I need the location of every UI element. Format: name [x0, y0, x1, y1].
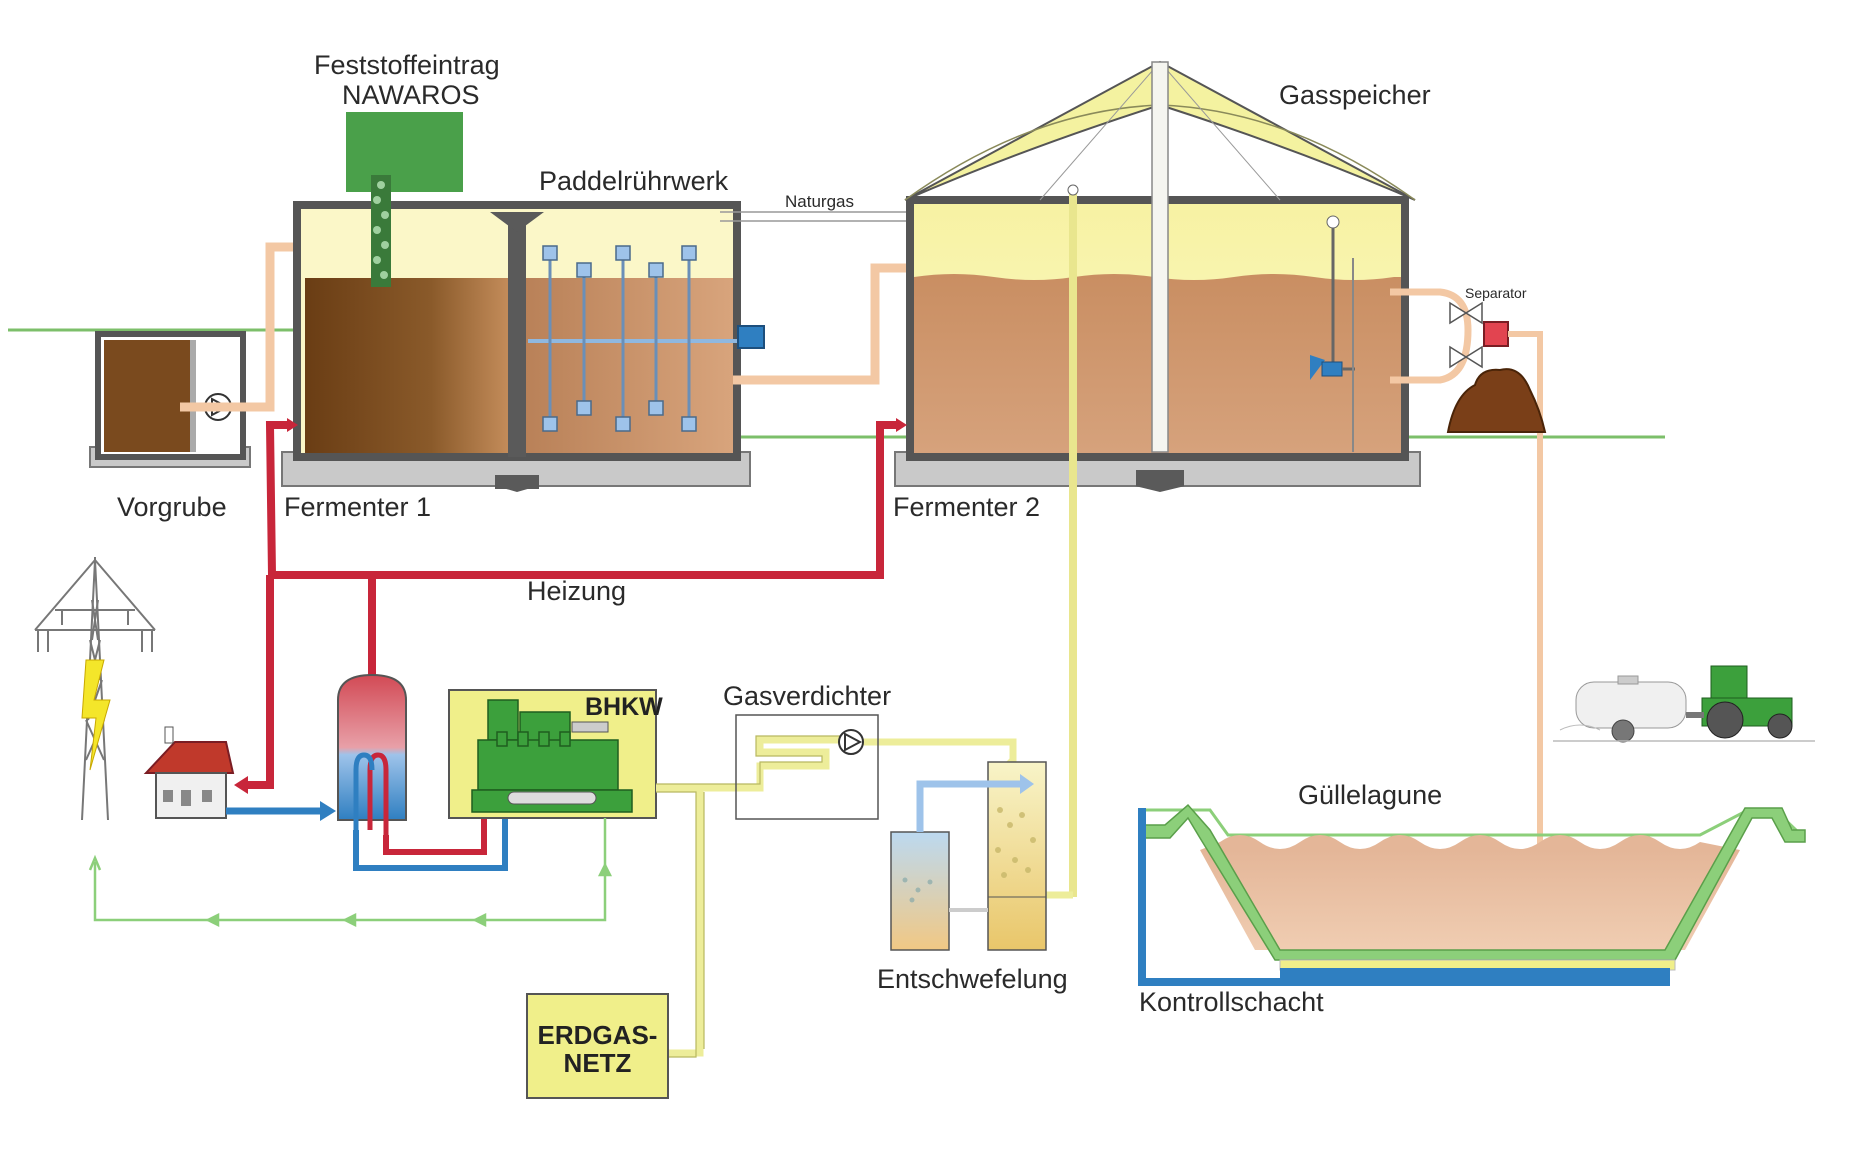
heizung-label: Heizung: [527, 576, 627, 606]
feed-label-1: Feststoffeintrag: [314, 50, 500, 80]
entschwefelung-label: Entschwefelung: [877, 964, 1068, 994]
grid-return-line: [88, 818, 613, 928]
fermenter-1-tank: [281, 201, 751, 492]
separator-label: Separator: [1465, 285, 1527, 301]
gas-pipe-f2-outlet: [1067, 184, 1340, 897]
vorgrube-label: Vorgrube: [117, 492, 227, 522]
valve-icon: [1449, 301, 1483, 369]
stirrer-icon: [528, 245, 765, 432]
erdgas-label-1: ERDGAS-: [537, 1020, 658, 1050]
fermenter-2-label: Fermenter 2: [893, 492, 1041, 522]
erdgas-label-2: NETZ: [563, 1048, 632, 1078]
kontrollschacht-label: Kontrollschacht: [1139, 987, 1324, 1017]
feed-hopper: [346, 112, 463, 287]
vorgrube-pit: [89, 331, 251, 468]
naturgas-label: Naturgas: [785, 192, 854, 211]
tractor-icon: [1686, 665, 1793, 739]
paddle-stirrer-label: Paddelrührwerk: [539, 166, 729, 196]
tanker-icon: [1559, 675, 1687, 743]
manure-heap-icon: [1446, 368, 1547, 433]
fermenter-1-label: Fermenter 1: [284, 492, 432, 522]
substrate-pipe-f1-f2: [733, 263, 930, 385]
power-pylon-icon: [34, 557, 156, 821]
tank-to-bhkw-pipes: [383, 818, 487, 855]
slurry-lagoon: [1138, 803, 1806, 986]
gasverdichter-label: Gasverdichter: [723, 681, 892, 711]
bhkw-unit: [448, 689, 657, 819]
gasspeicher-label: Gasspeicher: [1279, 80, 1431, 110]
heat-storage-tank: [337, 673, 407, 835]
bhkw-label: BHKW: [585, 693, 663, 721]
gas-compressor: [735, 714, 879, 820]
heating-pipes: [234, 418, 907, 794]
house-icon: [143, 726, 235, 819]
erdgas-netz-box: [526, 993, 669, 1099]
lightning-icon: [81, 659, 111, 771]
desulfurization-unit: [890, 761, 1047, 951]
feed-label-2: NAWAROS: [342, 80, 480, 110]
guellelagune-label: Güllelagune: [1298, 780, 1443, 810]
gas-storage-dome: [904, 60, 1416, 453]
